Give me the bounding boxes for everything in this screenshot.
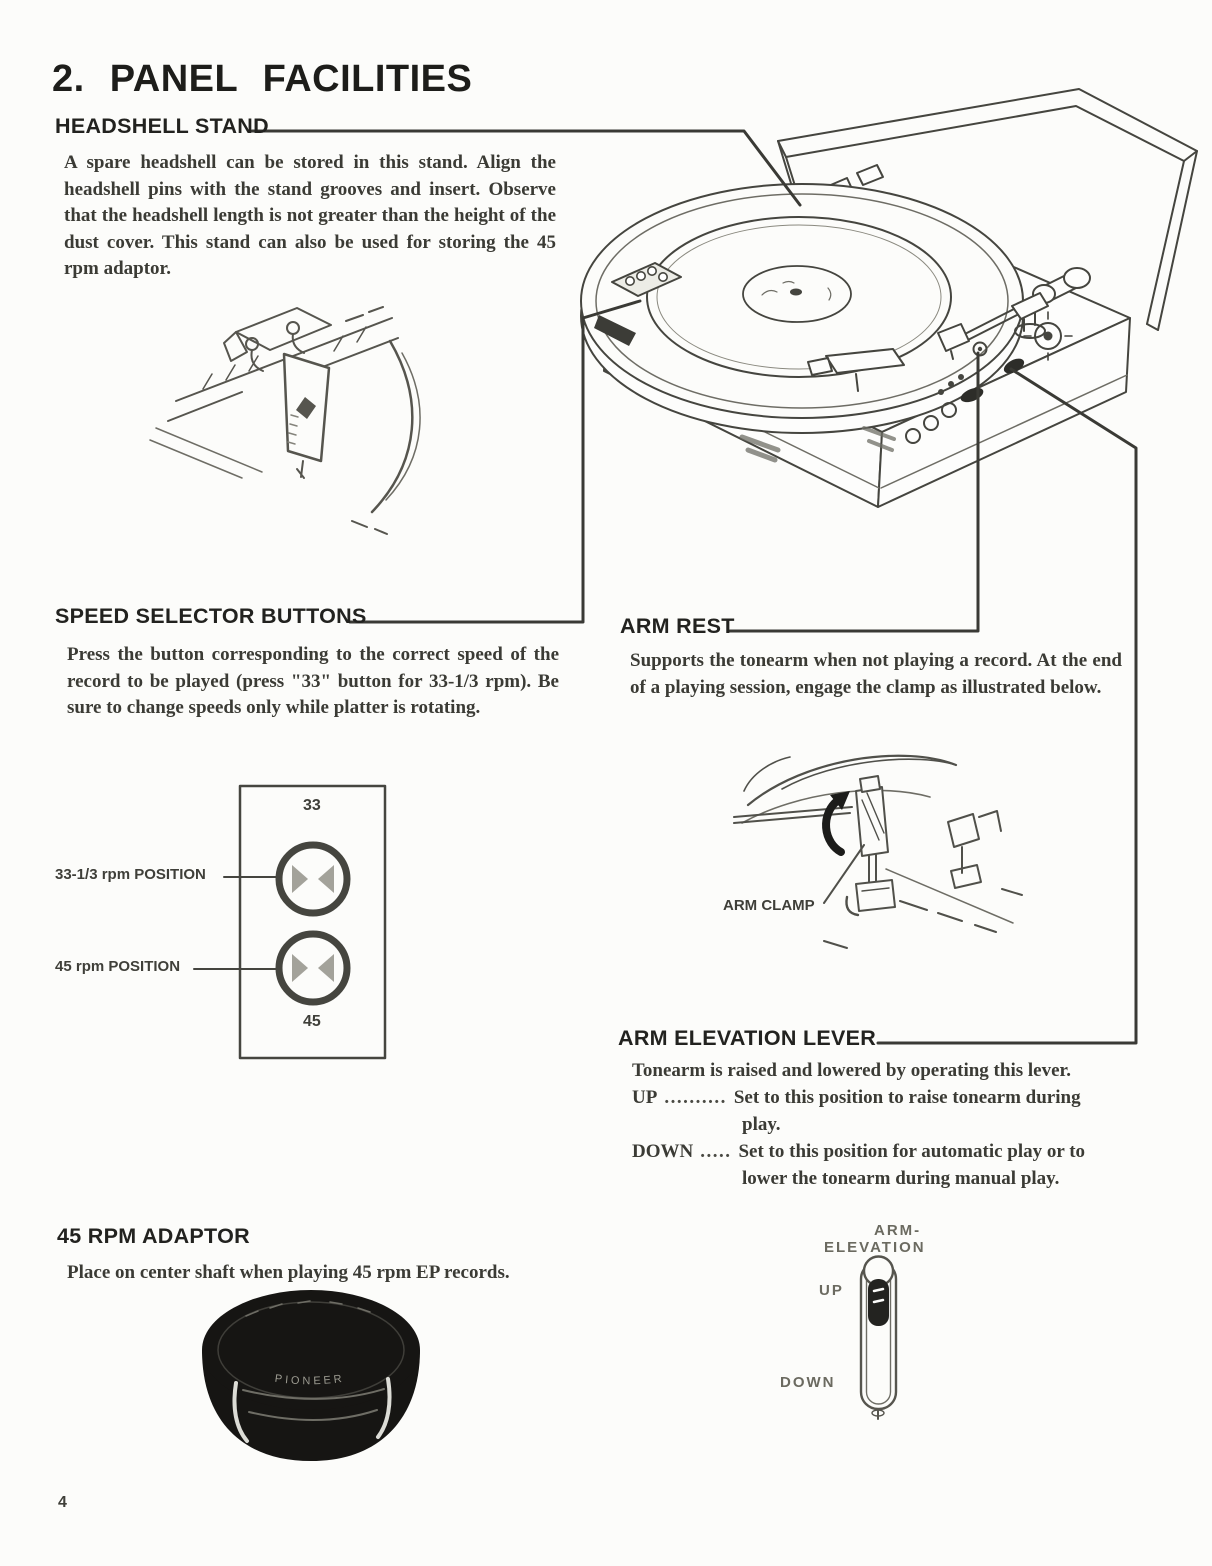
arm-elevation-intro: Tonearm is raised and lowered by operati… [632, 1060, 1071, 1081]
arm-elevation-up-cont: play. [742, 1114, 781, 1135]
arm-elevation-heading: ARM ELEVATION LEVER [618, 1026, 877, 1050]
arm-elevation-down-row: DOWN..... Set to this position for automa… [632, 1141, 1085, 1163]
arm-rest-heading: ARM REST [620, 614, 735, 638]
rotate-arrow [822, 797, 845, 856]
label-up: UP [819, 1282, 844, 1299]
speed-buttons-on-turntable [594, 262, 682, 346]
arm-rest-body: Supports the tonearm when not playing a … [630, 650, 1122, 698]
speed-selector-diagram [193, 784, 387, 1060]
label-arm-elevation-2: ELEVATION [824, 1239, 926, 1256]
button-45 [275, 930, 351, 1006]
arm-clamp-illustration [733, 754, 1023, 949]
label-down: DOWN [780, 1374, 836, 1391]
speed-selector-callout-line [348, 299, 642, 624]
headshell-stand-body: A spare headshell can be stored in this … [64, 152, 556, 279]
headshell-stand-callout-line [250, 129, 802, 207]
tonearm [937, 267, 1091, 360]
arm-elevation-callout-line [876, 367, 1138, 1045]
arm-clamp-pointer-line [823, 844, 865, 904]
speed-selector-body: Press the button corresponding to the co… [67, 644, 559, 718]
headshell-stand-heading: HEADSHELL STAND [55, 114, 269, 138]
arm-rest-callout-line [728, 351, 980, 633]
speed-selector-heading: SPEED SELECTOR BUTTONS [55, 604, 367, 628]
arm-rest-on-turntable [972, 341, 988, 357]
up-text: Set to this position to raise tonearm du… [733, 1087, 1081, 1108]
up-dots: .......... [664, 1087, 727, 1108]
label-45: 45 [303, 1013, 321, 1030]
arm-elevation-up-row: UP.......... Set to this position to rais… [632, 1087, 1081, 1109]
label-45-position: 45 rpm POSITION [55, 958, 181, 975]
label-arm-clamp: ARM CLAMP [723, 897, 815, 914]
arm-elevation-lever-on-turntable [1003, 358, 1025, 374]
page-title: 2. PANEL FACILITIES [52, 58, 473, 100]
turntable-illustration [580, 88, 1198, 508]
label-33: 33 [303, 797, 321, 814]
adaptor-rim-text: PIONEER [274, 1373, 342, 1388]
page-number: 4 [58, 1494, 67, 1511]
down-dots: ..... [700, 1141, 732, 1162]
rpm-adaptor-body: Place on center shaft when playing 45 rp… [67, 1262, 510, 1283]
down-term: DOWN [632, 1141, 694, 1162]
arm-elevation-down-cont: lower the tonearm during manual play. [742, 1168, 1060, 1189]
rpm-adaptor-illustration: PIONEER [202, 1290, 420, 1461]
button-33 [275, 841, 351, 917]
rpm-adaptor-heading: 45 RPM ADAPTOR [57, 1224, 250, 1248]
svg-text:PIONEER: PIONEER [274, 1373, 345, 1388]
label-arm-elevation-1: ARM- [874, 1222, 922, 1239]
headshell-stand-illustration [149, 306, 421, 535]
down-text: Set to this position for automatic play … [738, 1141, 1086, 1162]
lever-knob [868, 1279, 889, 1326]
arm-elevation-diagram [859, 1255, 898, 1420]
label-33-position: 33-1/3 rpm POSITION [55, 866, 206, 883]
up-term: UP [632, 1087, 658, 1108]
callout-lines [250, 129, 1138, 1045]
